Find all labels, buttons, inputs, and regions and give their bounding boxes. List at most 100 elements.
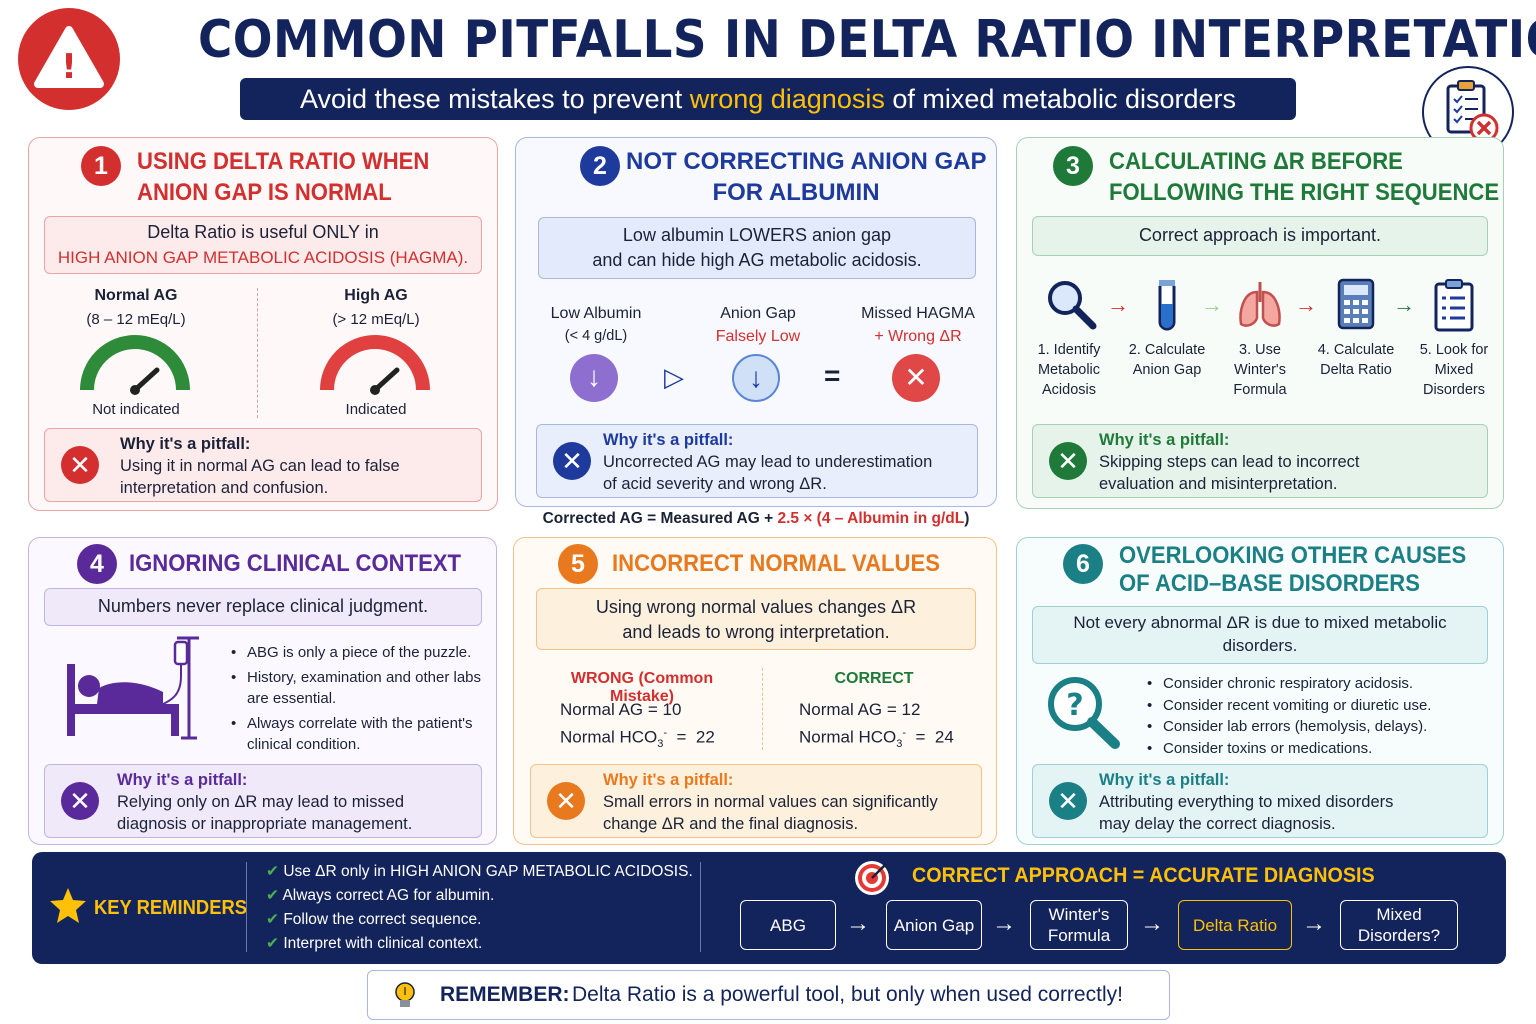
check-icon: ✔ <box>266 911 279 928</box>
flow-line: Disorders? <box>1357 926 1441 945</box>
pitfall-line: Uncorrected AG may lead to underestimati… <box>603 453 933 471</box>
gauge-caption: Indicated <box>345 401 407 418</box>
step-line: Delta Ratio <box>1320 362 1392 378</box>
bullet-item: Consider chronic respiratory acidosis. <box>1147 673 1497 695</box>
test-tube-icon <box>1149 278 1185 337</box>
equals-icon: = <box>824 360 841 391</box>
pitfall-box: ✕ Why it's a pitfall: Uncorrected AG may… <box>536 424 978 498</box>
pitfall-heading: Why it's a pitfall: <box>117 771 248 789</box>
flow-line: ABG <box>770 915 806 935</box>
formula-text: ) <box>964 510 970 527</box>
info-line: and leads to wrong interpretation. <box>622 622 890 642</box>
x-icon: ✕ <box>1049 442 1087 480</box>
reminder-text: Always correct AG for albumin. <box>282 887 495 904</box>
bullet-text: Consider lab errors (hemolysis, delays). <box>1163 718 1428 735</box>
flow-step-delta-ratio: Delta Ratio <box>1178 900 1292 950</box>
label-line: + Wrong ΔR <box>874 328 962 345</box>
anion-gap-label: Anion Gap Falsely Low <box>688 302 828 348</box>
card-title-line: USING DELTA RATIO WHEN <box>137 148 430 175</box>
bullet-item: ABG is only a piece of the puzzle. <box>231 642 493 664</box>
subtitle-pre: Avoid these mistakes to prevent <box>300 84 690 114</box>
gauge-range: (> 12 mEq/L) <box>332 311 420 328</box>
arrow-right-icon: → <box>1393 292 1415 317</box>
pitfall-line: interpretation and confusion. <box>120 479 329 497</box>
card-title-line: FOR ALBUMIN <box>712 179 880 206</box>
pitfall-line: Using it in normal AG can lead to false <box>120 457 400 475</box>
hco3-sub: 3 <box>896 738 903 751</box>
gauge-caption: Not indicated <box>92 401 180 418</box>
divider <box>700 862 701 952</box>
remember-banner: REMEMBER: Delta Ratio is a powerful tool… <box>367 970 1170 1020</box>
pitfall-box: ✕ Why it's a pitfall: Attributing everyt… <box>1032 764 1488 838</box>
warning-mark: ! <box>61 47 77 87</box>
pitfall-heading: Why it's a pitfall: <box>1099 431 1230 449</box>
pitfall-text: Why it's a pitfall: Using it in normal A… <box>120 433 400 499</box>
info-line: HIGH ANION GAP METABOLIC ACIDOSIS (HAGMA… <box>57 248 469 267</box>
info-box: Using wrong normal values changes ΔR and… <box>536 588 976 650</box>
info-line: Using wrong normal values changes ΔR <box>595 597 917 617</box>
x-icon: ✕ <box>892 354 940 402</box>
reminder-item: ✔ Always correct AG for albumin. <box>266 884 693 908</box>
pitfall-line: diagnosis or inappropriate management. <box>117 815 413 833</box>
target-icon <box>852 858 892 903</box>
bullet-text: ABG is only a piece of the puzzle. <box>247 644 472 661</box>
info-line: Delta Ratio is useful ONLY in <box>147 222 379 242</box>
card-number: 4 <box>77 544 117 584</box>
label-line: (< 4 g/dL) <box>564 328 628 344</box>
normal-gauge-icon <box>79 334 191 401</box>
hco3-text: = 22 <box>667 727 715 747</box>
remember-label: REMEMBER: <box>440 983 570 1006</box>
bullet-text: Always correlate with the patient's <box>247 714 473 732</box>
pitfall-line: Skipping steps can lead to incorrect <box>1099 453 1360 471</box>
step-line: 5. Look for <box>1419 342 1489 358</box>
x-icon: ✕ <box>1049 782 1087 820</box>
bullet-text: Consider toxins or medications. <box>1163 739 1373 757</box>
info-line: Low albumin LOWERS anion gap <box>622 225 892 245</box>
missed-hagma-label: Missed HAGMA + Wrong ΔR <box>848 302 988 348</box>
check-icon: ✔ <box>266 863 279 880</box>
pitfall-box: ✕ Why it's a pitfall: Using it in normal… <box>44 428 482 502</box>
card-title: NOT CORRECTING ANION GAP FOR ALBUMIN <box>626 146 986 208</box>
pitfall-text: Why it's a pitfall: Uncorrected AG may l… <box>603 429 932 495</box>
arrow-right-icon: → <box>1295 292 1317 317</box>
divider <box>246 862 247 952</box>
bullet-item: Always correlate with the patient'sclini… <box>231 713 493 756</box>
calculator-icon <box>1337 278 1375 335</box>
correction-formula: Corrected AG = Measured AG + 2.5 × (4 – … <box>518 510 994 528</box>
card-albumin-pitfall: 2 NOT CORRECTING ANION GAP FOR ALBUMIN L… <box>515 137 997 507</box>
arrow-right-icon: → <box>1302 910 1326 937</box>
divider <box>762 668 763 750</box>
reminder-text: Follow the correct sequence. <box>283 911 482 928</box>
card-title-line: OVERLOOKING OTHER CAUSES <box>1119 542 1467 569</box>
remember-text: Delta Ratio is a powerful tool, but only… <box>572 983 1123 1006</box>
bullet-text: Consider recent vomiting or diuretic use… <box>1163 696 1432 714</box>
arrow-right-icon: → <box>846 910 870 937</box>
pitfall-line: Attributing everything to mixed disorder… <box>1099 793 1394 811</box>
info-box: Not every abnormal ΔR is due to mixed me… <box>1032 606 1488 664</box>
pitfall-box: ✕ Why it's a pitfall: Skipping steps can… <box>1032 424 1488 498</box>
label-line: Falsely Low <box>715 328 801 345</box>
pitfall-heading: Why it's a pitfall: <box>120 435 251 453</box>
hco3-sup: - <box>663 727 668 739</box>
pitfall-line: of acid severity and wrong ΔR. <box>603 475 827 493</box>
check-icon: ✔ <box>266 887 279 904</box>
subtitle-highlight: wrong diagnosis <box>689 84 885 114</box>
label-line: Low Albumin <box>550 305 642 322</box>
hco3-text: = 24 <box>906 727 954 747</box>
bullet-item: Consider lab errors (hemolysis, delays). <box>1147 716 1497 738</box>
step-line: Acidosis <box>1042 382 1096 398</box>
card-title-line: ANION GAP IS NORMAL <box>137 179 392 206</box>
step-line: 2. Calculate <box>1128 342 1206 358</box>
pitfall-line: may delay the correct diagnosis. <box>1099 815 1336 833</box>
pitfall-line: change ΔR and the final diagnosis. <box>603 815 859 833</box>
label-line: Missed HAGMA <box>861 305 975 322</box>
info-box: Correct approach is important. <box>1032 216 1488 256</box>
magnifier-icon <box>1043 278 1103 335</box>
step-line: Formula <box>1233 382 1287 398</box>
flow-line: Winter's <box>1048 905 1110 924</box>
gauge-label: High AG <box>344 287 408 304</box>
context-bullets: ABG is only a piece of the puzzle. Histo… <box>231 642 493 756</box>
